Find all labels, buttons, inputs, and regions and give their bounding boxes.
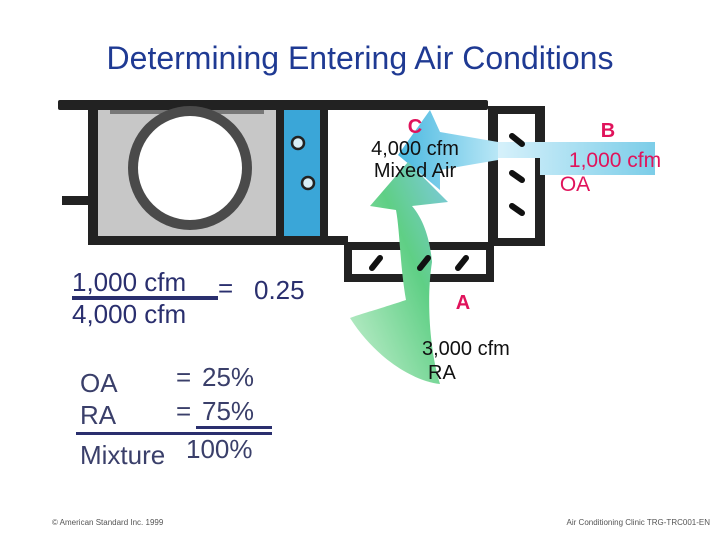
- point-a-flow: 3,000 cfm: [422, 338, 510, 360]
- return-air-damper-icon: [369, 255, 469, 271]
- mix-row-oa-eq: =: [176, 362, 192, 392]
- point-b-flow: 1,000 cfm: [568, 149, 662, 172]
- return-air-arrow: [350, 162, 448, 384]
- mix-sum-line: [76, 432, 272, 435]
- fraction-equals: =: [218, 273, 234, 303]
- point-a-desc: RA: [428, 362, 456, 384]
- mix-row-ra-label: RA: [80, 400, 117, 430]
- mix-row-mixture-label: Mixture: [80, 440, 166, 470]
- mixed-air-arrow: [398, 110, 498, 190]
- fraction-denominator: 4,000 cfm: [72, 299, 187, 329]
- outdoor-air-damper-icon: [509, 133, 525, 216]
- cooling-coil-icon: [276, 110, 328, 236]
- mix-row-mixture-value: 100%: [186, 434, 253, 464]
- mix-row-oa-label: OA: [80, 368, 118, 398]
- supply-fan-icon: [98, 106, 276, 236]
- point-c-flow: 4,000 cfm: [371, 138, 459, 160]
- slide-title: Determining Entering Air Conditions: [106, 40, 614, 76]
- point-a-letter: A: [455, 292, 471, 314]
- mix-sum-line-short: [196, 426, 272, 429]
- mix-row-ra-eq: =: [176, 396, 192, 426]
- fraction-numerator: 1,000 cfm: [72, 267, 187, 297]
- point-c-desc: Mixed Air: [373, 160, 457, 182]
- mix-row-oa-value: 25%: [202, 362, 255, 392]
- point-b-desc: OA: [559, 173, 591, 196]
- point-c-letter: C: [407, 116, 423, 138]
- unit-casing: [58, 100, 545, 282]
- footer-course-id: Air Conditioning Clinic TRG-TRC001-EN: [566, 518, 710, 527]
- mix-row-ra-value: 75%: [202, 396, 255, 426]
- point-b-letter: B: [600, 120, 616, 142]
- footer-copyright: © American Standard Inc. 1999: [52, 518, 164, 527]
- fraction-result: 0.25: [254, 275, 305, 305]
- outdoor-air-arrow: [498, 142, 655, 175]
- fraction-bar: [72, 296, 218, 300]
